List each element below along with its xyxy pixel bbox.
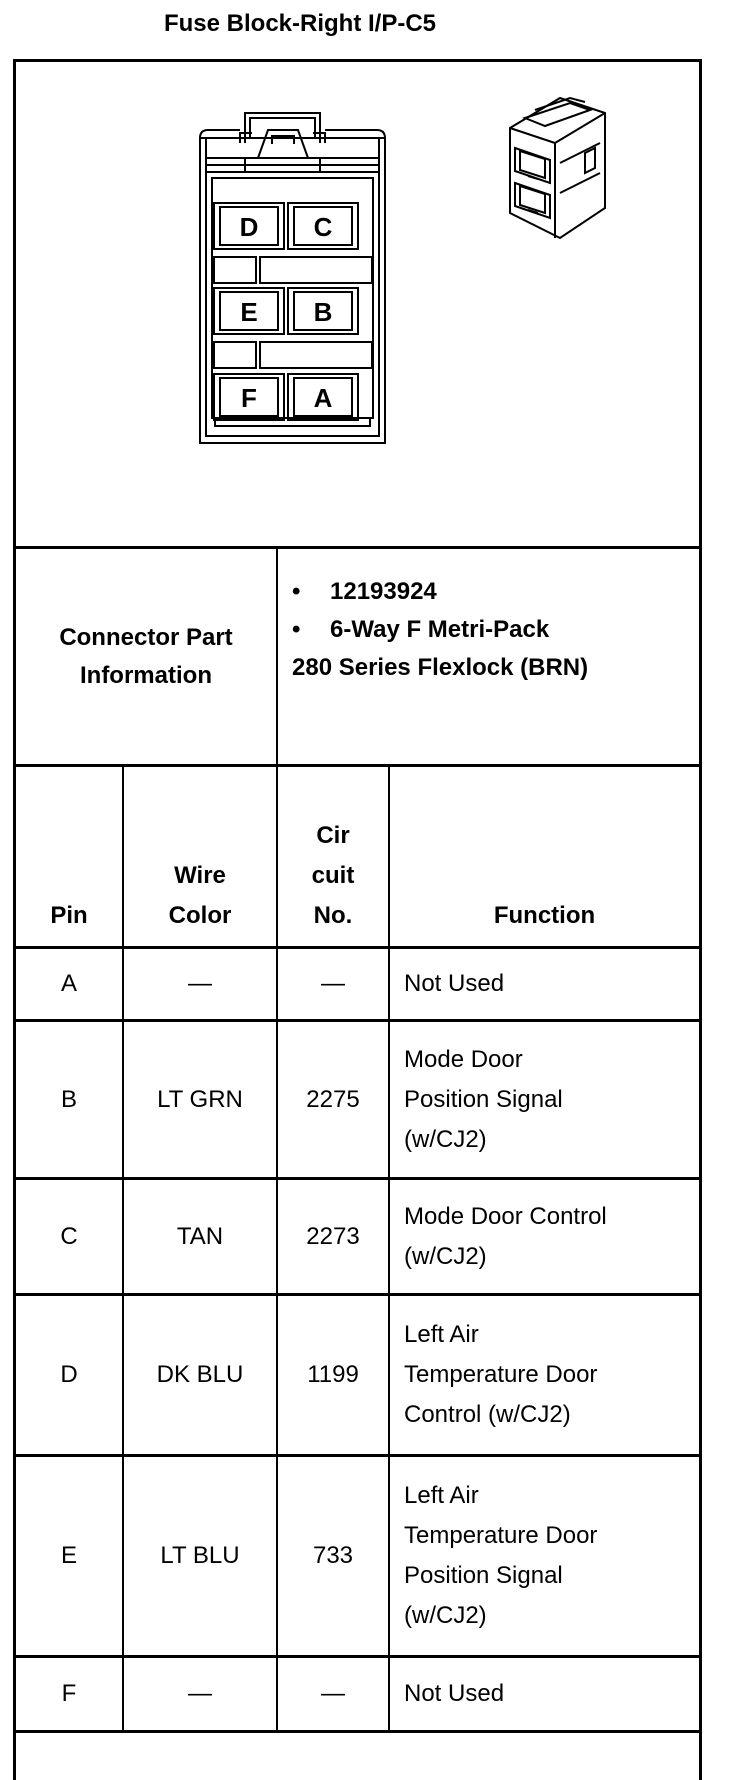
table-row-function: Not Used [404,1680,505,1707]
table-row-circuit: 2273 [306,1222,360,1250]
table-row-function: Not Used [404,970,505,997]
connector-isometric-icon [509,96,606,240]
table-row-function: Mode Door Control (w/CJ2) [404,1202,607,1270]
table-row-circuit: 2275 [306,1085,360,1113]
connector-table-frame [13,59,702,1780]
table-row-pin: C [60,1222,78,1250]
table-row-pin: A [60,970,77,997]
divider [13,946,702,949]
divider [13,764,702,767]
divider [13,1454,702,1457]
connector-part-info-label: Connector Part Information [59,623,233,689]
table-row-wire-color: LT BLU [160,1542,240,1569]
divider [122,766,124,1730]
divider [388,766,390,1730]
table-row-pin: D [60,1361,78,1388]
table-row-pin: B [60,1085,77,1113]
header-function: Function [493,902,596,929]
connector-description: 6-Way F Metri-Pack [292,611,588,649]
divider [13,1730,702,1733]
connector-face-diagram: D C E B F A [199,112,386,444]
divider [13,1655,702,1658]
table-row-wire-color: DK BLU [156,1361,244,1388]
page-title: Fuse Block-Right I/P-C5 [163,10,437,37]
cavity-label-c: C [314,212,333,242]
table-row-function: Mode Door Position Signal (w/CJ2) [404,1045,563,1153]
header-circuit-no: Cir cuit No. [311,822,355,929]
cavity-label-e: E [240,297,257,327]
part-number: 12193924 [292,573,588,611]
table-row-circuit: — [321,1680,345,1707]
table-row-wire-color: TAN [176,1222,224,1250]
table-row-circuit: 733 [312,1542,354,1569]
header-pin: Pin [50,902,88,929]
divider [13,1293,702,1296]
table-row-circuit: 1199 [307,1361,359,1388]
cavity-label-d: D [240,212,259,242]
table-row-wire-color: — [188,1680,212,1707]
cavity-label-a: A [314,383,333,413]
table-row-wire-color: — [188,970,212,997]
cavity-label-b: B [314,297,333,327]
divider [13,1019,702,1022]
table-row-function: Left Air Temperature Door Position Signa… [404,1482,598,1629]
header-wire-color: Wire Color [168,862,232,929]
cavity-label-f: F [241,383,257,413]
connector-part-info-values: 12193924 6-Way F Metri-Pack 280 Series F… [292,573,588,687]
divider [13,1177,702,1180]
table-row-circuit: — [321,970,345,997]
divider [276,548,278,1730]
table-row-pin: E [60,1542,77,1569]
divider [13,546,702,549]
table-row-pin: F [61,1680,77,1707]
connector-description-line2: 280 Series Flexlock (BRN) [292,654,589,681]
table-row-function: Left Air Temperature Door Control (w/CJ2… [404,1321,598,1428]
table-row-wire-color: LT GRN [157,1085,243,1113]
